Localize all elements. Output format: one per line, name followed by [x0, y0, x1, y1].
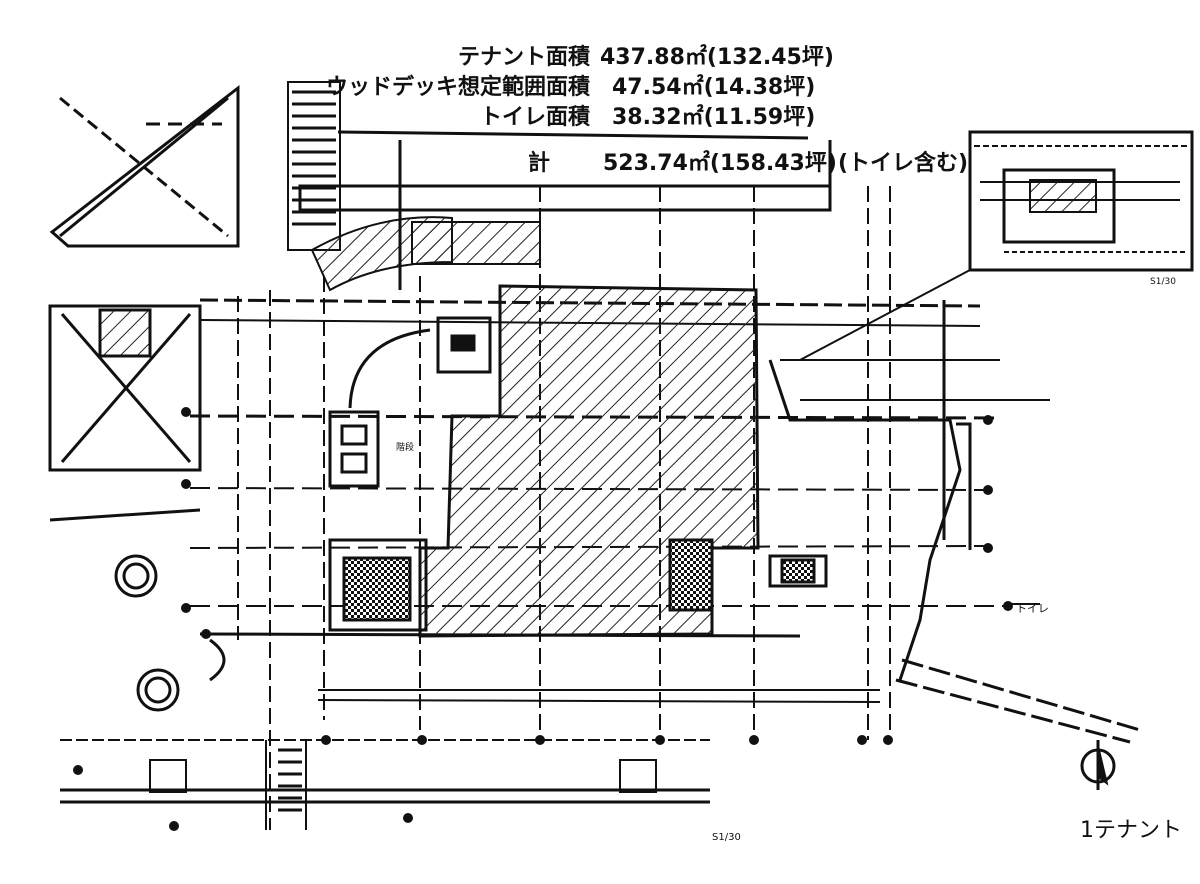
scale-inset: S1/30 — [1150, 277, 1176, 287]
toilet-area-label: トイレ面積 — [480, 105, 591, 130]
right-wall — [768, 359, 1141, 744]
tenant-area-value: 437.88㎡(132.45坪) — [600, 44, 834, 70]
tenant-area-label: テナント面積 — [458, 45, 591, 70]
north-arrow-icon — [1080, 740, 1116, 790]
toilet-callout: トイレ — [1016, 602, 1049, 615]
grid-markers — [73, 407, 1013, 831]
area-table: テナント面積 437.88㎡(132.45坪) ウッドデッキ想定範囲面積 47.… — [326, 44, 968, 176]
toilet-area-value: 38.32㎡(11.59坪) — [612, 104, 815, 130]
callouts: トイレ 階段 S1/30 — [396, 359, 1050, 843]
total-area-note: (トイレ含む) — [838, 150, 968, 176]
upper-left-void — [49, 84, 240, 248]
deck-area-label: ウッドデッキ想定範囲面積 — [326, 74, 591, 100]
core-elements — [328, 316, 828, 632]
stair-callout: 階段 — [396, 441, 414, 453]
total-rule — [337, 130, 809, 140]
deck-area-value: 47.54㎡(14.38坪) — [612, 74, 815, 100]
scale-main: S1/30 — [712, 832, 741, 843]
bottom-sidewalk — [60, 739, 710, 830]
page-title: 1テナント — [1080, 818, 1182, 843]
inset-detail: S1/30 — [799, 130, 1194, 361]
total-area-label: 計 — [528, 150, 550, 176]
entrance-stairs — [287, 81, 541, 292]
left-annex — [48, 304, 226, 712]
total-area-value: 523.74㎡(158.43坪) — [603, 150, 837, 176]
